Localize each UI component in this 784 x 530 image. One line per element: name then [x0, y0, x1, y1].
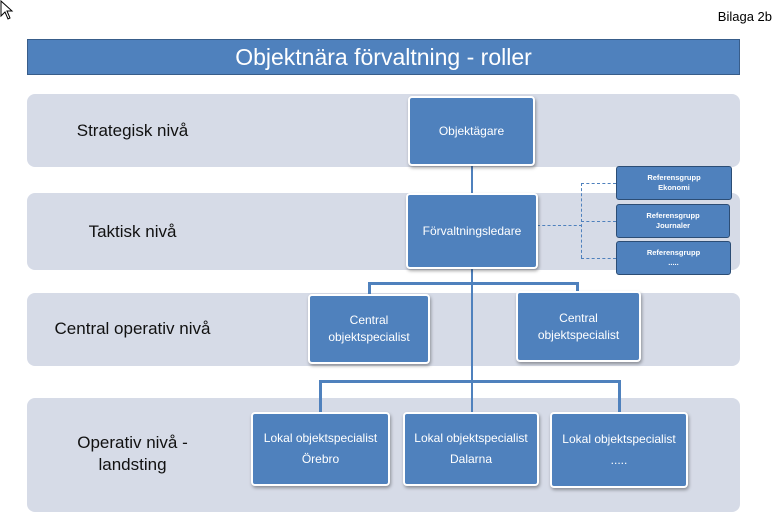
diagram-title: Objektnära förvaltning - roller [27, 39, 740, 75]
role-local-1-line2: Örebro [301, 452, 340, 466]
reference-group-journaler-line1: Referensgrupp [646, 211, 700, 220]
connector-owner-manager [471, 165, 473, 194]
role-manager-label: Förvaltningsledare [422, 223, 522, 238]
role-box-local-1: Lokal objektspecialist Örebro [251, 412, 390, 486]
connector-reference-other [581, 258, 616, 259]
role-local-1-line1: Lokal objektspecialist [263, 431, 378, 445]
level-label-tactical: Taktisk nivå [88, 222, 177, 241]
appendix-label: Bilaga 2b [717, 9, 772, 24]
role-central-1-line1: Central [349, 313, 389, 327]
reference-group-ekonomi: Referensgrupp Ekonomi [616, 166, 732, 200]
level-label-operative-line2: landsting [98, 455, 167, 474]
role-local-3-line2: ..... [610, 453, 628, 467]
band-strategic [27, 94, 740, 167]
connector-reference-journaler [581, 221, 616, 222]
connector-central-left-drop [368, 282, 371, 296]
role-box-local-3: Lokal objektspecialist ..... [550, 412, 688, 488]
connector-reference-ekonomi [581, 183, 616, 184]
connector-central-horizontal [368, 282, 579, 285]
role-box-central-1: Central objektspecialist [308, 294, 430, 364]
role-local-2-line2: Dalarna [449, 452, 493, 466]
connector-reference-main [537, 225, 582, 226]
role-local-2-line1: Lokal objektspecialist [414, 431, 528, 445]
role-central-2-line1: Central [559, 310, 598, 325]
role-box-owner: Objektägare [408, 96, 535, 166]
reference-group-ekonomi-line2: Ekonomi [658, 183, 690, 192]
role-box-manager: Förvaltningsledare [406, 193, 538, 269]
role-central-1-line2: objektspecialist [328, 330, 410, 344]
level-label-operative-line1: Operativ nivå - [77, 433, 188, 452]
reference-group-other-line1: Referensgrupp [646, 248, 701, 257]
role-local-3-line1: Lokal objektspecialist [562, 432, 676, 446]
role-owner-label: Objektägare [438, 123, 505, 138]
reference-group-other-line2: ..... [668, 258, 679, 267]
role-box-central-2: Central objektspecialist [516, 291, 641, 362]
connector-local-left-drop [319, 380, 322, 414]
reference-group-journaler: Referensgrupp Journaler [616, 204, 730, 238]
level-label-strategic: Strategisk nivå [76, 121, 189, 140]
connector-local-right-drop [618, 380, 621, 414]
connector-local-horizontal [319, 380, 621, 383]
connector-manager-down [471, 268, 473, 414]
connector-reference-spine [581, 183, 582, 258]
level-label-central-operative: Central operativ nivå [54, 319, 211, 338]
reference-group-other: Referensgrupp ..... [616, 241, 731, 275]
role-central-2-line2: objektspecialist [537, 327, 620, 342]
reference-group-ekonomi-line1: Referensgrupp [647, 173, 701, 182]
mouse-pointer-icon [0, 0, 14, 20]
connector-central-right-drop [576, 282, 579, 294]
level-label-operative: Operativ nivå - landsting [40, 432, 225, 476]
role-box-local-2: Lokal objektspecialist Dalarna [403, 412, 539, 486]
reference-group-journaler-line2: Journaler [655, 221, 691, 230]
